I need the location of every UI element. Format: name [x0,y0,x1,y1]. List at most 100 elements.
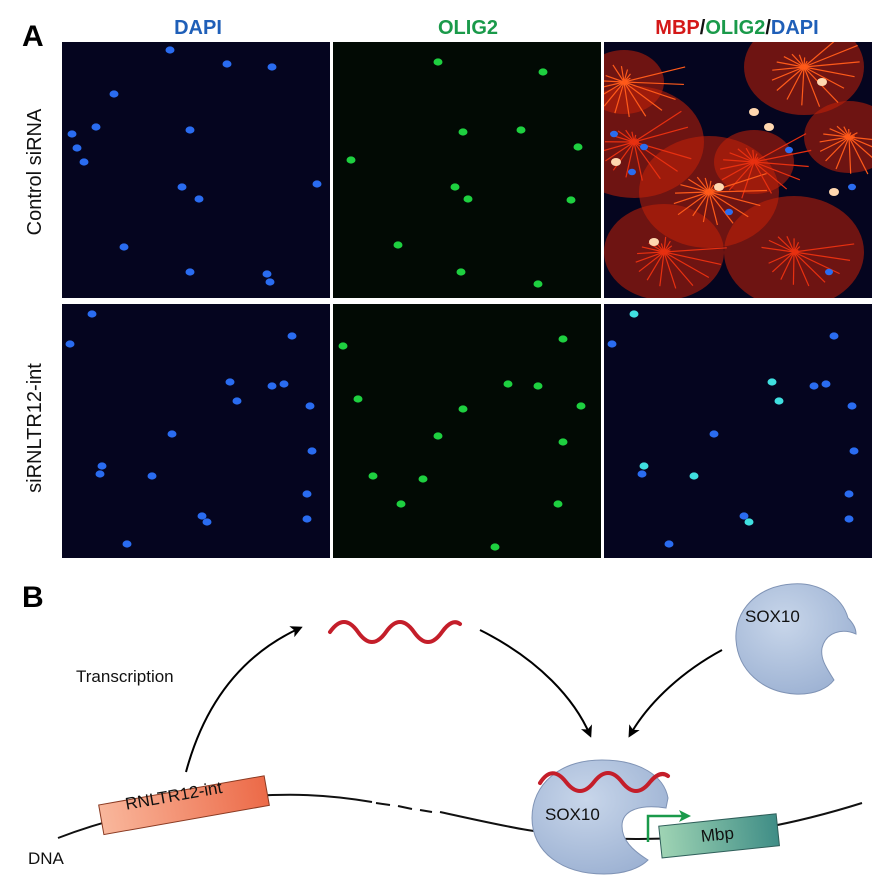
mbp-process [776,66,805,91]
mbp-process [663,240,671,253]
mbp-process [753,161,788,190]
mbp-process [753,161,801,181]
mbp-process [737,148,755,163]
mbp-gene-label: Mbp [699,823,735,846]
mbp-process [604,81,625,107]
mbp-process [741,161,755,199]
mbp-process [803,66,855,78]
merge-nucleus [847,402,857,410]
transcription-arrow [185,626,303,773]
mbp-process [772,66,805,71]
mbp-process [803,42,835,68]
mbp-process [753,161,809,168]
mbp-process [605,75,625,83]
mbp-process [659,251,665,287]
rnltr12-element-box [98,775,270,836]
mbp-process [798,54,805,68]
mbp-process [633,110,682,143]
mbp-process [819,136,850,152]
mbp-process [825,136,850,162]
dapi-nucleus [202,518,212,526]
dna-strand [439,802,863,841]
mbp-process [843,126,850,138]
mbp-process [753,149,812,163]
olig2-nucleus [516,126,526,134]
dapi-nucleus [232,397,242,405]
dapi-nucleus [279,380,289,388]
mbp-process [768,239,795,253]
mbp-process [848,136,872,148]
dapi-nucleus [87,310,97,318]
olig2-nucleus [418,475,428,483]
mbp-process [792,251,795,285]
mbp-process [823,133,850,138]
mbp-process [721,161,755,181]
mbp-cell-body [749,108,759,116]
transcription-label: Transcription [76,667,174,686]
olig2-nucleus [368,472,378,480]
mbp-process [635,251,665,263]
merge-label-olig2: OLIG2 [705,17,766,39]
dapi-nucleus [302,490,312,498]
merge-separator: / [765,17,771,39]
merge-nucleus [689,472,699,480]
merge-nucleus [809,382,819,390]
dapi-nucleus [165,46,175,54]
dapi-nucleus [65,340,75,348]
olig2-nucleus [433,58,443,66]
sox10-binding-arrow [628,649,723,738]
sox10-free-label: SOX10 [745,607,800,626]
mbp-process [829,128,850,138]
olig2-nucleus [553,500,563,508]
mbp-process [623,81,684,86]
dapi-nucleus [185,268,195,276]
mbp-cell-body [817,78,827,86]
micrograph-control-merge [604,42,872,298]
mbp-cell-body [649,238,659,246]
dapi-nucleus [79,158,89,166]
merge-nucleus [848,183,856,191]
mbp-process [623,81,630,118]
dapi-nucleus [262,270,272,278]
dapi-nucleus [91,123,101,131]
mbp-process [663,251,677,289]
dapi-nucleus [267,63,277,71]
olig2-nucleus [566,196,576,204]
dapi-nucleus [307,447,317,455]
mbp-process [675,191,710,194]
promoter-arrow [646,810,691,842]
column-title-dapi: DAPI [174,17,222,39]
mbp-process [771,66,805,81]
mbp-cell-body [611,158,621,166]
mbp-process [625,129,635,143]
mbp-process [692,191,710,217]
dapi-nucleus [287,332,297,340]
mbp-process [848,136,852,174]
merge-nucleus [607,340,617,348]
dapi-nucleus [167,430,177,438]
mbp-process [633,126,689,143]
mbp-process [752,149,755,163]
dapi-nucleus [222,60,232,68]
mbp-process [696,176,710,193]
dapi-nucleus [225,378,235,386]
merge-nucleus [849,447,859,455]
micrograph-knockdown-dapi [62,304,330,558]
olig2-nucleus [458,405,468,413]
mbp-process [783,56,805,68]
dapi-nucleus [267,382,277,390]
dapi-nucleus [72,144,82,152]
merge-nucleus [640,143,648,151]
mbp-process [704,177,710,193]
mbp-process [641,246,665,253]
mbp-process [604,81,625,88]
mbp-process [793,251,810,287]
mbp-process [801,66,805,106]
mbp-process [620,66,625,83]
mbp-process [848,136,872,159]
mbp-process [848,136,872,141]
dapi-nucleus [95,470,105,478]
dapi-nucleus [67,130,77,138]
merge-nucleus [821,380,831,388]
mbp-process [786,235,795,253]
